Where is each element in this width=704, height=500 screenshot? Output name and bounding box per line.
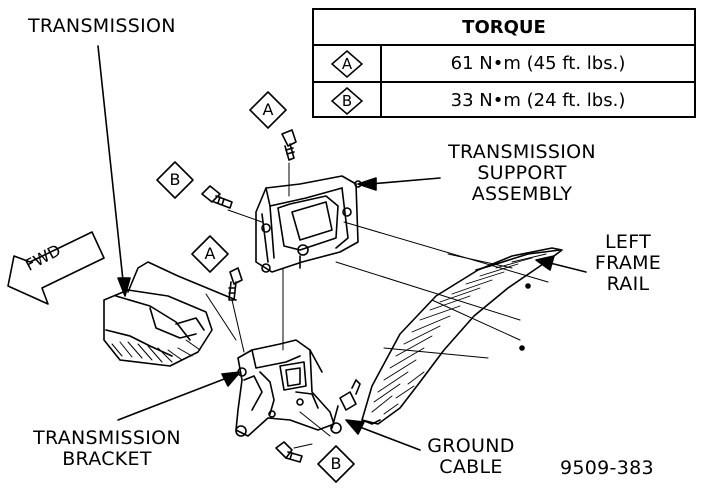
callout-a-mid: A	[192, 236, 228, 272]
torque-row-a-letter: A	[341, 54, 353, 73]
support-label-line1: TRANSMISSION	[448, 141, 596, 163]
callout-b-bottom: B	[318, 446, 354, 482]
ground-cable-label: GROUND CABLE	[418, 436, 524, 478]
frame-rail-pointer	[535, 255, 587, 273]
callout-a-top: A	[250, 92, 286, 128]
callout-a-mid-letter: A	[204, 244, 216, 263]
callout-b-left: B	[157, 162, 193, 198]
torque-row-b: B 33 N•m (24 ft. lbs.)	[314, 81, 694, 118]
torque-table-header: TORQUE	[314, 10, 694, 46]
transmission-support-assembly	[255, 175, 362, 273]
support-label-line3: ASSEMBLY	[471, 183, 573, 205]
top-bolt	[281, 129, 297, 161]
torque-row-b-letter: B	[341, 91, 353, 110]
torque-row-a-value: 61 N•m (45 ft. lbs.)	[450, 53, 626, 74]
transmission-hatching	[111, 339, 201, 363]
bracket-label-line2: BRACKET	[62, 448, 152, 470]
left-frame-rail	[361, 247, 563, 425]
callout-diamond-b-bottom	[317, 445, 355, 483]
bottom-bolt	[275, 441, 303, 463]
middle-bolt	[228, 267, 243, 301]
callout-diamond-a-mid	[191, 235, 229, 273]
bracket-pointer	[117, 371, 241, 421]
ground-label-line1: GROUND	[427, 435, 515, 457]
support-assembly-label: TRANSMISSION SUPPORT ASSEMBLY	[440, 142, 604, 205]
support-pointer	[357, 177, 441, 191]
fwd-arrow	[7, 231, 105, 305]
frame-rail-hatching	[371, 253, 547, 415]
figure-number: 9509-383	[560, 457, 654, 479]
bracket-label-line1: TRANSMISSION	[33, 427, 181, 449]
callout-b-bottom-letter: B	[330, 454, 342, 473]
diamond-b-icon: B	[330, 86, 364, 115]
torque-row-b-value: 33 N•m (24 ft. lbs.)	[450, 90, 626, 111]
frame-label-line1: LEFT	[605, 231, 651, 253]
frame-label-line2: FRAME	[594, 252, 662, 274]
ground-label-line2: CABLE	[439, 456, 503, 478]
transmission-housing	[103, 261, 237, 367]
callout-diamond-b-left	[156, 161, 194, 199]
transmission-bracket	[235, 339, 342, 437]
left-bolt	[201, 185, 233, 209]
torque-row-a-key: A	[314, 46, 382, 81]
diamond-a-icon: A	[330, 49, 364, 78]
transmission-label: TRANSMISSION	[28, 15, 176, 37]
callout-diamond-a-top	[249, 91, 287, 129]
torque-row-b-key: B	[314, 83, 382, 118]
transmission-pointer	[97, 45, 131, 297]
ground-pointer	[345, 419, 421, 451]
callout-b-left-letter: B	[169, 170, 181, 189]
frame-label-line3: RAIL	[606, 273, 650, 295]
transmission-bracket-label: TRANSMISSION BRACKET	[22, 428, 192, 470]
torque-row-a: A 61 N•m (45 ft. lbs.)	[314, 46, 694, 81]
ground-cable	[331, 379, 361, 429]
torque-table: TORQUE A 61 N•m (45 ft. lbs.) B 33 N•m (…	[312, 8, 696, 118]
callout-a-top-letter: A	[262, 100, 274, 119]
alignment-lines	[205, 162, 549, 449]
support-label-line2: SUPPORT	[477, 162, 567, 184]
left-frame-rail-label: LEFT FRAME RAIL	[582, 232, 674, 295]
